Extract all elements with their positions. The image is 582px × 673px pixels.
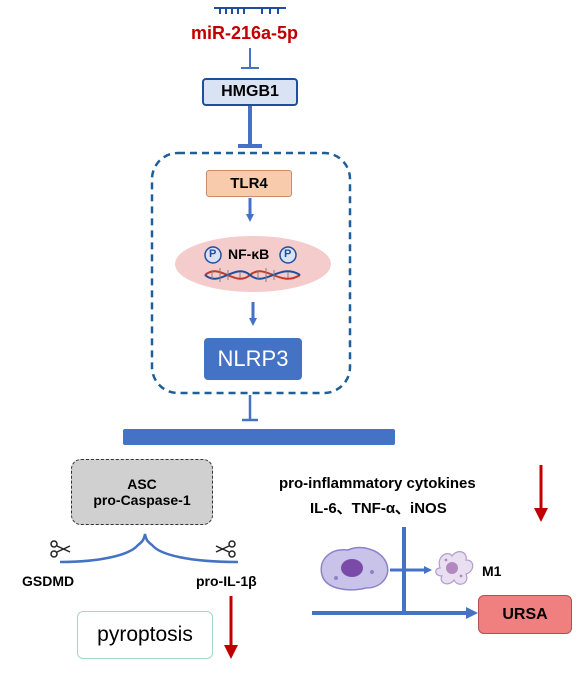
- nlrp3-node: NLRP3: [204, 338, 302, 380]
- signaling-module-border: [150, 151, 352, 395]
- ursa-node: URSA: [478, 595, 572, 634]
- phospho-right-label: P: [284, 248, 292, 260]
- brace: [59, 533, 239, 564]
- scissors-icon: [215, 540, 236, 558]
- m1-label: M1: [482, 563, 502, 579]
- nfkb-label: NF-κB: [228, 246, 270, 262]
- membrane-bar: [123, 429, 395, 445]
- phospho-circle-right: [279, 246, 297, 264]
- hmgb1-node: HMGB1: [202, 78, 298, 106]
- pyroptosis-box: pyroptosis: [77, 611, 213, 659]
- mirna-label: miR-216a-5p: [191, 23, 299, 43]
- ursa-label: URSA: [502, 605, 548, 623]
- inflammasome-complex: ASC pro-Caspase-1: [71, 459, 213, 525]
- tlr4-label: TLR4: [230, 175, 268, 192]
- module-inhibits-bar: [242, 395, 258, 422]
- cytokines-line1: pro-inflammatory cytokines: [279, 475, 476, 492]
- pro-caspase-label: pro-Caspase-1: [93, 492, 191, 508]
- gsdmd-label: GSDMD: [22, 573, 75, 589]
- pro-il1b-label: pro-IL-1β: [196, 573, 257, 589]
- nlrp3-label: NLRP3: [217, 346, 289, 371]
- nfkb-ellipse: [175, 236, 331, 292]
- mirna-inhibits-hmgb1: [241, 48, 259, 69]
- phospho-left-label: P: [209, 248, 217, 260]
- hmgb1-inhibits-module: [238, 106, 262, 148]
- dna-helix-icon: [204, 268, 301, 282]
- hmgb1-label: HMGB1: [221, 83, 279, 100]
- mirna-hairpin-icon: [214, 7, 286, 14]
- macrophage-cell-icon: [320, 546, 389, 591]
- tlr4-node: TLR4: [206, 170, 292, 197]
- pyroptosis-label: pyroptosis: [97, 623, 193, 646]
- scissors-icon: [50, 540, 71, 558]
- cytokines-line2: IL-6、TNF-α、iNOS: [310, 500, 447, 517]
- phospho-circle-left: [204, 246, 222, 264]
- asc-label: ASC: [127, 476, 157, 492]
- m1-macrophage-icon: [435, 551, 474, 585]
